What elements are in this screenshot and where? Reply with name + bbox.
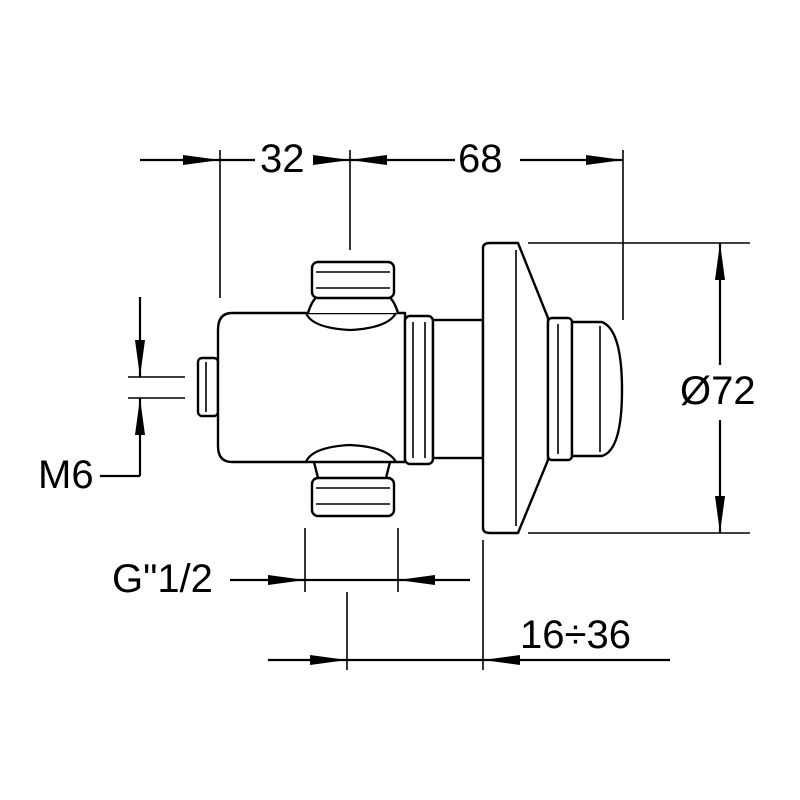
inlet-top-nut: [310, 260, 396, 300]
inlet-bottom-fillet: [304, 443, 397, 463]
wall-range-dimension: 16÷36: [268, 540, 670, 670]
arrow-wall-right: [483, 655, 520, 665]
push-button[interactable]: [570, 320, 624, 458]
inlet-bottom-nut: [310, 476, 396, 518]
arrow-dia-bottom: [715, 496, 725, 533]
arrow-32-left: [183, 155, 220, 165]
diameter-dimension: Ø72: [528, 242, 756, 534]
arrow-thread-right: [398, 575, 435, 585]
inlet-bottom-neck: [312, 461, 392, 479]
arrow-68-left: [350, 155, 387, 165]
top-dimension-chain: 32 68: [140, 137, 624, 320]
inlet-top-fillet: [304, 312, 397, 332]
arrow-m6-top: [135, 340, 145, 377]
dim-label-m6: M6: [38, 453, 94, 497]
dim-label-dia72: Ø72: [680, 369, 756, 413]
arrow-32-right: [313, 155, 350, 165]
arrow-thread-left: [268, 575, 305, 585]
main-body: [216, 311, 407, 464]
end-stud: [196, 356, 220, 418]
extension-sleeve: [431, 318, 485, 460]
union-nut: [403, 314, 435, 466]
dim-label-32: 32: [260, 137, 305, 181]
dim-label-68: 68: [458, 137, 503, 181]
thread-dimension: G"1/2: [112, 528, 470, 601]
m6-dimension: M6: [38, 297, 185, 497]
dim-label-g-half: G"1/2: [112, 557, 213, 601]
arrow-68-right: [586, 155, 623, 165]
button-collar: [546, 316, 574, 462]
arrow-dia-top: [715, 243, 725, 280]
valve-body: [196, 241, 624, 535]
arrow-wall-left: [310, 655, 347, 665]
arrow-m6-bottom: [135, 398, 145, 435]
dim-label-wall-range: 16÷36: [520, 613, 631, 657]
